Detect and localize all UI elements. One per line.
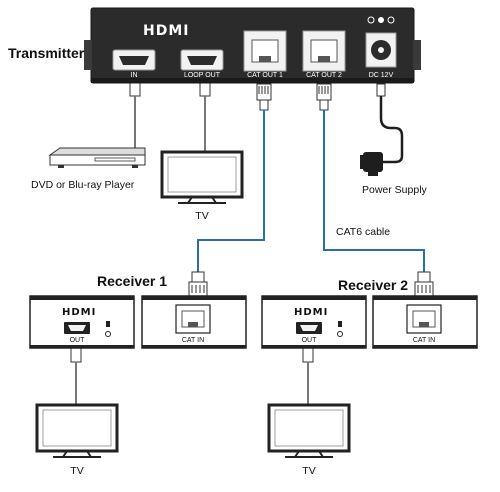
rj45-plug-rx1 [188, 271, 208, 297]
port-label-cat-out-2: CAT OUT 2 [306, 72, 342, 79]
receiver2-out-label: OUT [302, 337, 318, 344]
receiver1-tv-label: TV [70, 465, 83, 477]
power-supply-device [360, 152, 383, 176]
cat6-cable-1 [197, 83, 272, 272]
cat-out-2-port [302, 30, 346, 72]
hdmi-cable-rx1-tv [70, 347, 82, 405]
dc-power-port [365, 16, 397, 68]
receiver2-back-panel [372, 295, 478, 349]
cat6-cable-label: CAT6 cable [336, 226, 390, 238]
loop-tv-label: TV [195, 210, 208, 222]
dvd-player-device [48, 147, 146, 168]
receiver2-logo: HDMI [294, 307, 328, 318]
hdmi-cable-loop-tv [199, 81, 211, 152]
hdmi-loop-out-port [180, 49, 224, 71]
rj45-plug-rx2 [414, 271, 434, 297]
receiver2-tv-label: TV [302, 465, 315, 477]
port-label-cat-out-1: CAT OUT 1 [247, 72, 283, 79]
loop-tv-device [160, 150, 244, 204]
cat-out-1-port [243, 30, 287, 72]
power-cable [376, 83, 404, 164]
power-supply-label: Power Supply [362, 184, 428, 196]
receiver1-back-panel [141, 295, 247, 349]
receiver1-logo: HDMI [62, 307, 96, 318]
port-label-in: IN [131, 72, 138, 79]
transmitter-title: Transmitter [8, 45, 85, 61]
receiver2-front-panel: HDMI [261, 295, 367, 349]
hdmi-cable-source [129, 81, 141, 150]
receiver2-cat-in-label: CAT IN [413, 337, 435, 344]
transmitter-device: HDMI IN LOOP OUT CAT OUT 1 CAT OUT 2 [84, 7, 421, 84]
receiver1-title: Receiver 1 [97, 273, 167, 289]
receiver2-title: Receiver 2 [338, 277, 408, 293]
receiver1-cat-in-label: CAT IN [182, 337, 204, 344]
port-label-dc: DC 12V [369, 72, 394, 79]
hdmi-cable-rx2-tv [302, 347, 314, 405]
receiver1-out-label: OUT [70, 337, 86, 344]
receiver1-tv-device [35, 403, 119, 458]
receiver1-front-panel: HDMI [29, 295, 135, 349]
hdmi-in-port [112, 49, 156, 71]
cat6-cable-2 [316, 83, 425, 272]
transmitter-logo: HDMI [143, 23, 189, 39]
port-label-loop-out: LOOP OUT [184, 72, 221, 79]
dvd-player-label: DVD or Blu-ray Player [31, 179, 135, 191]
receiver2-tv-device [267, 403, 351, 458]
